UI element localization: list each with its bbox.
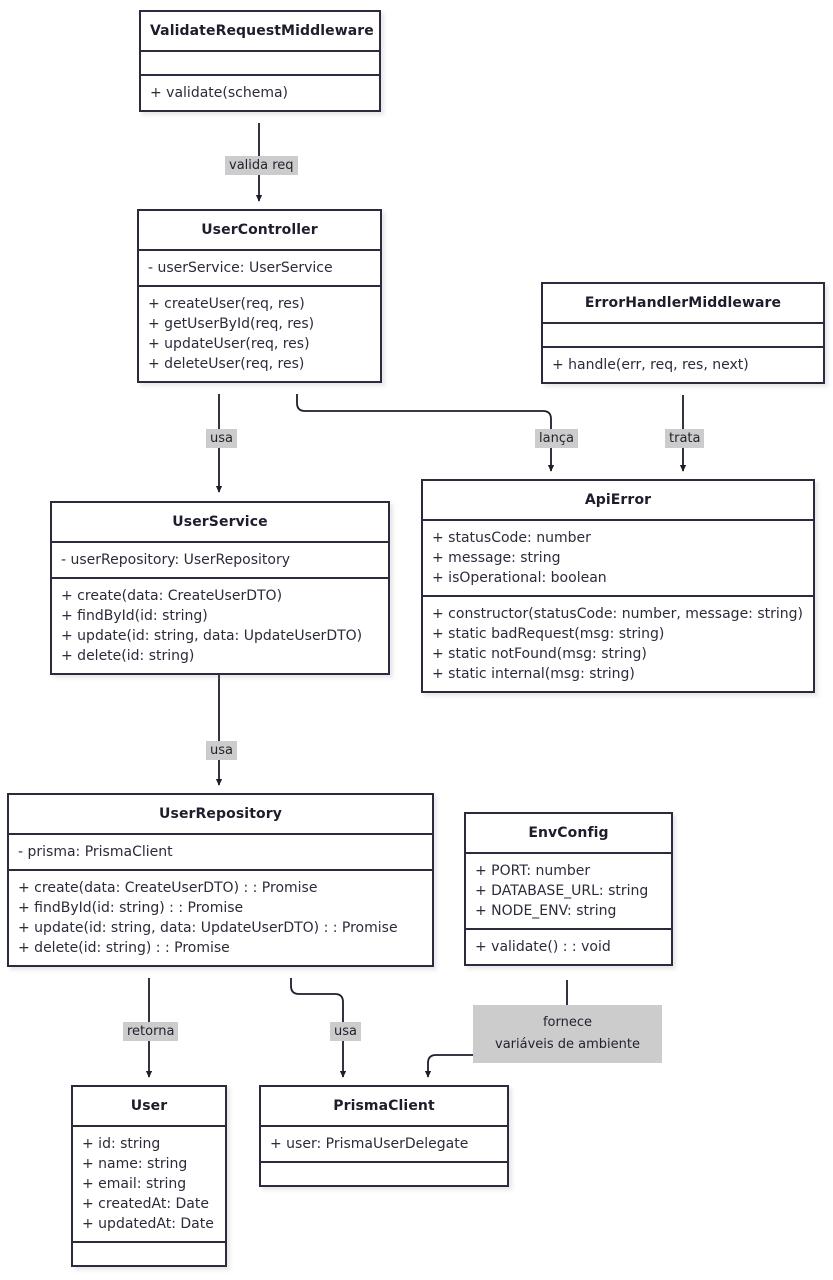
class-attributes-validate-request-middleware bbox=[141, 50, 379, 74]
class-member: + validate(schema) bbox=[150, 85, 289, 101]
class-title-validate-request-middleware: ValidateRequestMiddleware bbox=[150, 23, 374, 39]
class-member: + validate() : : void bbox=[475, 939, 611, 955]
class-member: + PORT: number bbox=[475, 863, 591, 879]
class-member: - userService: UserService bbox=[148, 260, 333, 276]
class-methods-user-repository: + create(data: CreateUserDTO) : : Promis… bbox=[9, 869, 432, 965]
class-attributes-api-error: + statusCode: number + message: string +… bbox=[423, 519, 813, 595]
class-title-user-service: UserService bbox=[172, 514, 268, 530]
class-attributes-user: + id: string + name: string + email: str… bbox=[73, 1125, 225, 1241]
class-member: + id: string bbox=[82, 1136, 161, 1152]
class-box-api-error[interactable]: ApiError + statusCode: number + message:… bbox=[421, 479, 815, 693]
class-member: + isOperational: boolean bbox=[432, 570, 607, 586]
class-attributes-prisma-client: + user: PrismaUserDelegate bbox=[261, 1125, 507, 1161]
class-title-user-controller: UserController bbox=[201, 222, 318, 238]
class-box-user-repository[interactable]: UserRepository - prisma: PrismaClient + … bbox=[7, 793, 434, 967]
class-title-user: User bbox=[130, 1098, 168, 1114]
class-title-user-repository: UserRepository bbox=[159, 806, 282, 822]
class-title-env-config: EnvConfig bbox=[528, 825, 609, 841]
class-member: + updateUser(req, res) bbox=[148, 336, 310, 352]
class-member: + message: string bbox=[432, 550, 561, 566]
class-member: + deleteUser(req, res) bbox=[148, 356, 305, 372]
class-member: + static internal(msg: string) bbox=[432, 666, 635, 682]
class-methods-error-handler-middleware: + handle(err, req, res, next) bbox=[543, 346, 823, 382]
edge-label-trata: trata bbox=[665, 429, 705, 448]
edge-label-fornece-line1: fornece bbox=[542, 1015, 593, 1030]
edge-label-valida-req: valida req bbox=[225, 156, 298, 175]
class-member: + update(id: string, data: UpdateUserDTO… bbox=[61, 628, 363, 644]
class-member: + create(data: CreateUserDTO) bbox=[61, 588, 283, 604]
edge-label-usa-service-repository: usa bbox=[206, 741, 237, 760]
class-box-env-config[interactable]: EnvConfig + PORT: number + DATABASE_URL:… bbox=[464, 812, 673, 966]
class-member: + update(id: string, data: UpdateUserDTO… bbox=[18, 920, 398, 936]
class-member: + createUser(req, res) bbox=[148, 296, 305, 312]
class-attributes-user-service: - userRepository: UserRepository bbox=[52, 541, 388, 577]
class-member: + findById(id: string) : : Promise bbox=[18, 900, 244, 916]
class-title-api-error: ApiError bbox=[584, 492, 652, 508]
edge-label-usa-controller-service: usa bbox=[206, 429, 237, 448]
edge-label-usa-repository-prisma: usa bbox=[330, 1022, 361, 1041]
class-member: + createdAt: Date bbox=[82, 1196, 209, 1212]
edge-lanca bbox=[296, 394, 555, 472]
class-member: + updatedAt: Date bbox=[82, 1216, 214, 1232]
class-member: + getUserById(req, res) bbox=[148, 316, 315, 332]
class-methods-user-service: + create(data: CreateUserDTO) + findById… bbox=[52, 577, 388, 673]
edge-label-lanca: lança bbox=[535, 429, 578, 448]
class-member: + handle(err, req, res, next) bbox=[552, 357, 749, 373]
class-box-user-controller[interactable]: UserController - userService: UserServic… bbox=[137, 209, 382, 383]
class-attributes-user-controller: - userService: UserService bbox=[139, 249, 380, 285]
class-member: + statusCode: number bbox=[432, 530, 591, 546]
class-member: + NODE_ENV: string bbox=[475, 903, 617, 919]
class-member: - prisma: PrismaClient bbox=[18, 844, 173, 860]
class-member: + name: string bbox=[82, 1156, 188, 1172]
class-title-error-handler-middleware: ErrorHandlerMiddleware bbox=[584, 295, 782, 311]
class-methods-user bbox=[73, 1241, 225, 1265]
class-methods-validate-request-middleware: + validate(schema) bbox=[141, 74, 379, 110]
class-member: + DATABASE_URL: string bbox=[475, 883, 649, 899]
class-methods-env-config: + validate() : : void bbox=[466, 928, 671, 964]
class-methods-api-error: + constructor(statusCode: number, messag… bbox=[423, 595, 813, 691]
class-member: + static badRequest(msg: string) bbox=[432, 626, 665, 642]
class-box-prisma-client[interactable]: PrismaClient + user: PrismaUserDelegate bbox=[259, 1085, 509, 1187]
class-member: + findById(id: string) bbox=[61, 608, 208, 624]
class-title-prisma-client: PrismaClient bbox=[333, 1098, 435, 1114]
class-box-user-service[interactable]: UserService - userRepository: UserReposi… bbox=[50, 501, 390, 675]
class-member: + create(data: CreateUserDTO) : : Promis… bbox=[18, 880, 318, 896]
edge-label-fornece-line2: variáveis de ambiente bbox=[495, 1037, 640, 1052]
edge-label-retorna: retorna bbox=[123, 1022, 179, 1041]
class-attributes-error-handler-middleware bbox=[543, 322, 823, 346]
class-methods-user-controller: + createUser(req, res) + getUserById(req… bbox=[139, 285, 380, 381]
class-member: + user: PrismaUserDelegate bbox=[270, 1136, 469, 1152]
class-box-error-handler-middleware[interactable]: ErrorHandlerMiddleware + handle(err, req… bbox=[541, 282, 825, 384]
class-attributes-user-repository: - prisma: PrismaClient bbox=[9, 833, 432, 869]
class-member: + constructor(statusCode: number, messag… bbox=[432, 606, 803, 622]
class-attributes-env-config: + PORT: number + DATABASE_URL: string + … bbox=[466, 852, 671, 928]
class-member: + delete(id: string) bbox=[61, 648, 195, 664]
class-member: - userRepository: UserRepository bbox=[61, 552, 290, 568]
edge-label-fornece: fornece variáveis de ambiente bbox=[473, 1005, 662, 1063]
class-box-user[interactable]: User + id: string + name: string + email… bbox=[71, 1085, 227, 1267]
class-methods-prisma-client bbox=[261, 1161, 507, 1185]
class-member: + delete(id: string) : : Promise bbox=[18, 940, 230, 956]
class-member: + static notFound(msg: string) bbox=[432, 646, 647, 662]
class-member: + email: string bbox=[82, 1176, 187, 1192]
class-box-validate-request-middleware[interactable]: ValidateRequestMiddleware + validate(sch… bbox=[139, 10, 381, 112]
